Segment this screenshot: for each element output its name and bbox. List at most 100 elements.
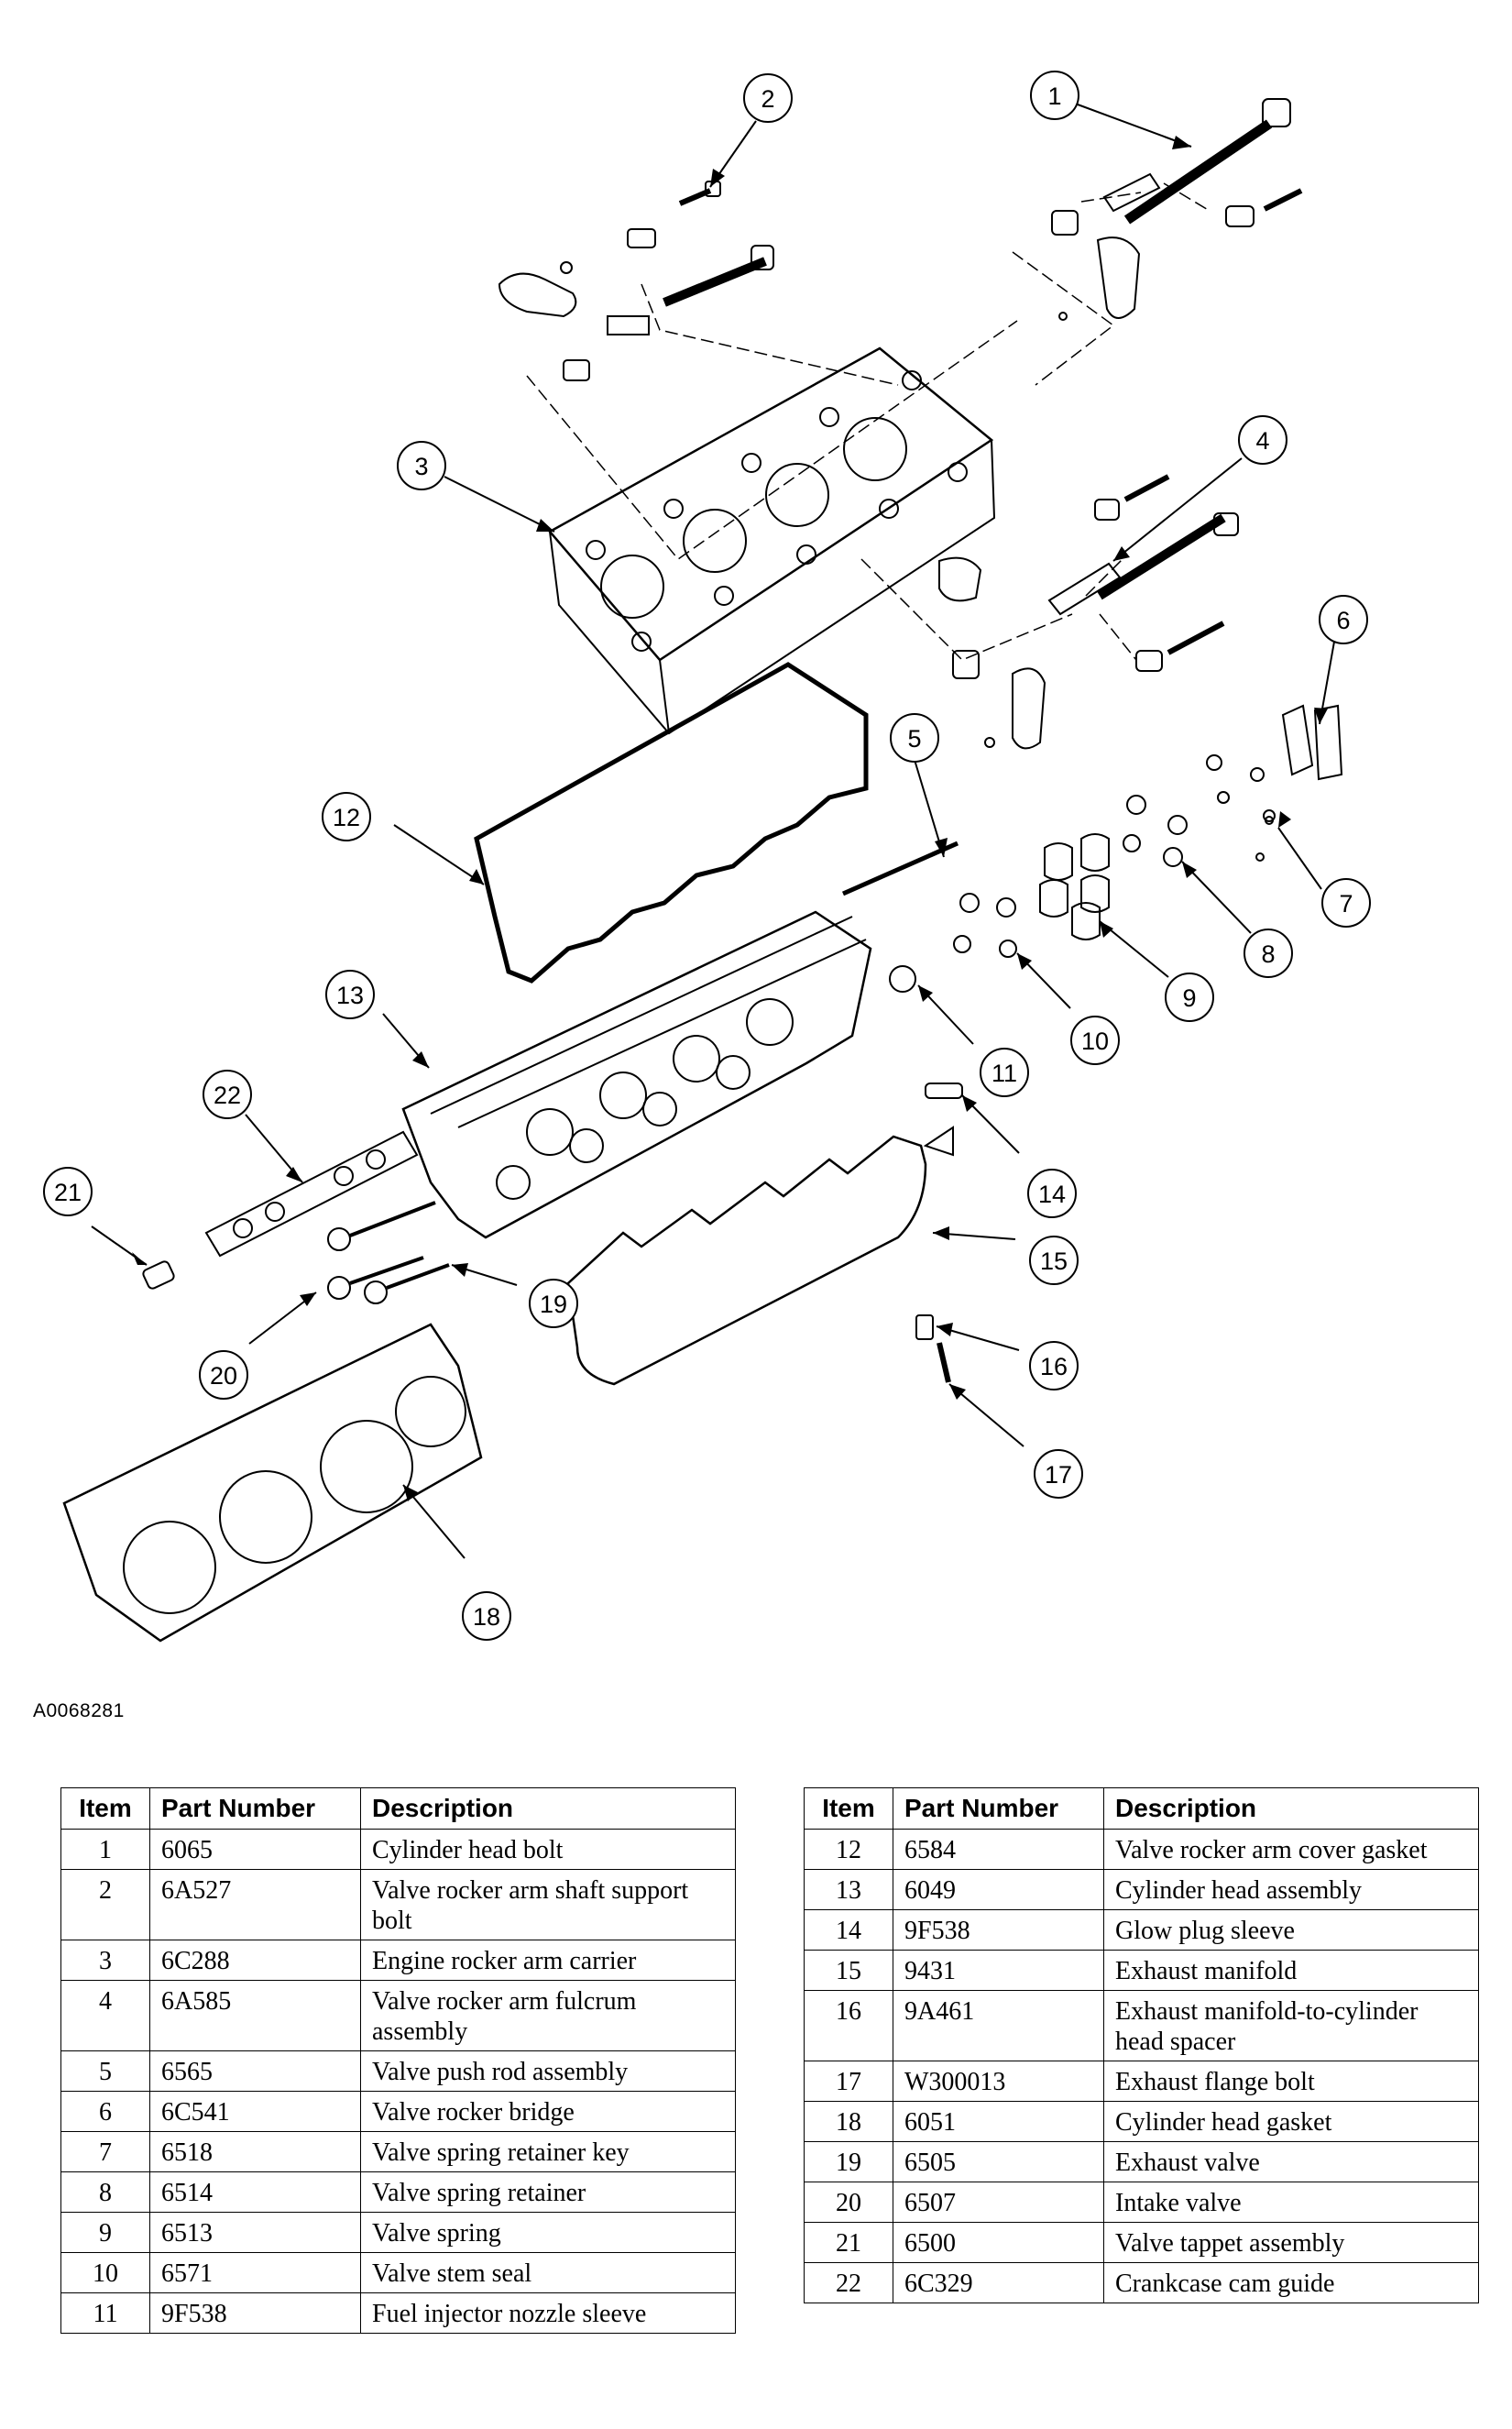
item-cell: 21 xyxy=(804,2222,893,2263)
exhaust-manifold-drawing xyxy=(566,1126,954,1386)
svg-text:13: 13 xyxy=(336,982,364,1009)
rocker-fulcrum-left-drawing xyxy=(498,181,774,381)
part-number-cell: 6C288 xyxy=(149,1940,361,1981)
item-cell: 2 xyxy=(60,1869,150,1940)
item-cell: 14 xyxy=(804,1909,893,1951)
description-cell: Cylinder head gasket xyxy=(1103,2101,1479,2142)
part-number-cell: 6518 xyxy=(149,2131,361,2172)
item-cell: 1 xyxy=(60,1829,150,1870)
callout-9: 9 xyxy=(1165,973,1214,1022)
callout-16: 16 xyxy=(1029,1341,1079,1390)
part-number-cell: 6584 xyxy=(893,1829,1104,1870)
svg-text:22: 22 xyxy=(214,1082,241,1109)
part-number-cell: 6571 xyxy=(149,2252,361,2293)
description-cell: Valve rocker arm cover gasket xyxy=(1103,1829,1479,1870)
part-number-cell: 6513 xyxy=(149,2212,361,2253)
svg-text:18: 18 xyxy=(473,1603,500,1631)
part-number-cell: 6500 xyxy=(893,2222,1104,2263)
header-description: Description xyxy=(1103,1787,1479,1830)
svg-text:12: 12 xyxy=(333,804,360,831)
description-cell: Valve spring retainer key xyxy=(360,2131,736,2172)
svg-text:10: 10 xyxy=(1081,1028,1109,1055)
callout-2: 2 xyxy=(743,73,793,123)
part-number-cell: 9F538 xyxy=(893,1909,1104,1951)
header-item: Item xyxy=(60,1787,150,1830)
rocker-fulcrum-right-drawing xyxy=(1051,98,1303,321)
svg-text:16: 16 xyxy=(1040,1353,1068,1380)
assembly-lines-top xyxy=(526,182,1211,661)
part-number-cell: 6C329 xyxy=(893,2262,1104,2303)
rocker-arm-carrier-drawing xyxy=(548,346,996,735)
callout-20: 20 xyxy=(199,1350,248,1400)
svg-text:20: 20 xyxy=(210,1362,237,1390)
valves-drawing xyxy=(327,1201,450,1304)
description-cell: Valve tappet assembly xyxy=(1103,2222,1479,2263)
item-cell: 18 xyxy=(804,2101,893,2142)
part-number-cell: 6A527 xyxy=(149,1869,361,1940)
part-number-cell: 6505 xyxy=(893,2141,1104,2182)
svg-text:6: 6 xyxy=(1336,607,1350,634)
callout-6: 6 xyxy=(1319,595,1368,644)
part-number-cell: W300013 xyxy=(893,2061,1104,2102)
description-cell: Crankcase cam guide xyxy=(1103,2262,1479,2303)
description-cell: Valve spring xyxy=(360,2212,736,2253)
part-number-cell: 9A461 xyxy=(893,1990,1104,2061)
item-cell: 10 xyxy=(60,2252,150,2293)
callout-14: 14 xyxy=(1027,1169,1077,1218)
callout-22: 22 xyxy=(203,1070,252,1119)
callout-18: 18 xyxy=(462,1591,511,1641)
svg-text:17: 17 xyxy=(1045,1461,1072,1489)
callout-12: 12 xyxy=(322,792,371,841)
callout-10: 10 xyxy=(1070,1016,1120,1065)
svg-text:1: 1 xyxy=(1047,82,1061,110)
item-cell: 15 xyxy=(804,1950,893,1991)
part-number-cell: 9431 xyxy=(893,1950,1104,1991)
valve-rocker-bridge-drawing xyxy=(1281,704,1343,781)
item-cell: 4 xyxy=(60,1980,150,2051)
callout-21: 21 xyxy=(43,1167,93,1216)
item-cell: 16 xyxy=(804,1990,893,2061)
svg-text:4: 4 xyxy=(1255,427,1269,455)
rocker-group-4-drawing xyxy=(938,474,1239,750)
callout-5: 5 xyxy=(890,713,939,763)
table-header-row: Item Part Number Description xyxy=(804,1787,1479,1830)
description-cell: Cylinder head assembly xyxy=(1103,1869,1479,1910)
item-cell: 13 xyxy=(804,1869,893,1910)
push-rod-drawing xyxy=(841,841,959,896)
callout-15: 15 xyxy=(1029,1236,1079,1285)
valve-cover-gasket-drawing xyxy=(474,662,869,984)
description-cell: Valve rocker arm fulcrum assembly xyxy=(360,1980,736,2051)
item-cell: 5 xyxy=(60,2050,150,2092)
svg-text:5: 5 xyxy=(907,725,921,753)
part-number-cell: 6507 xyxy=(893,2182,1104,2223)
svg-text:21: 21 xyxy=(54,1179,82,1206)
header-part-number: Part Number xyxy=(893,1787,1104,1830)
item-cell: 9 xyxy=(60,2212,150,2253)
item-cell: 20 xyxy=(804,2182,893,2223)
item-cell: 8 xyxy=(60,2171,150,2213)
valve-tappet-drawing xyxy=(142,1260,175,1290)
svg-text:14: 14 xyxy=(1038,1181,1066,1208)
callout-17: 17 xyxy=(1034,1449,1083,1499)
description-cell: Valve push rod assembly xyxy=(360,2050,736,2092)
description-cell: Valve stem seal xyxy=(360,2252,736,2293)
item-cell: 3 xyxy=(60,1940,150,1981)
part-number-cell: 6065 xyxy=(149,1829,361,1870)
description-cell: Fuel injector nozzle sleeve xyxy=(360,2292,736,2334)
callout-numbers: 1 2 3 4 5 6 7 8 9 10 11 12 13 14 15 16 1… xyxy=(43,71,1371,1641)
svg-text:15: 15 xyxy=(1040,1247,1068,1275)
description-cell: Engine rocker arm carrier xyxy=(360,1940,736,1981)
